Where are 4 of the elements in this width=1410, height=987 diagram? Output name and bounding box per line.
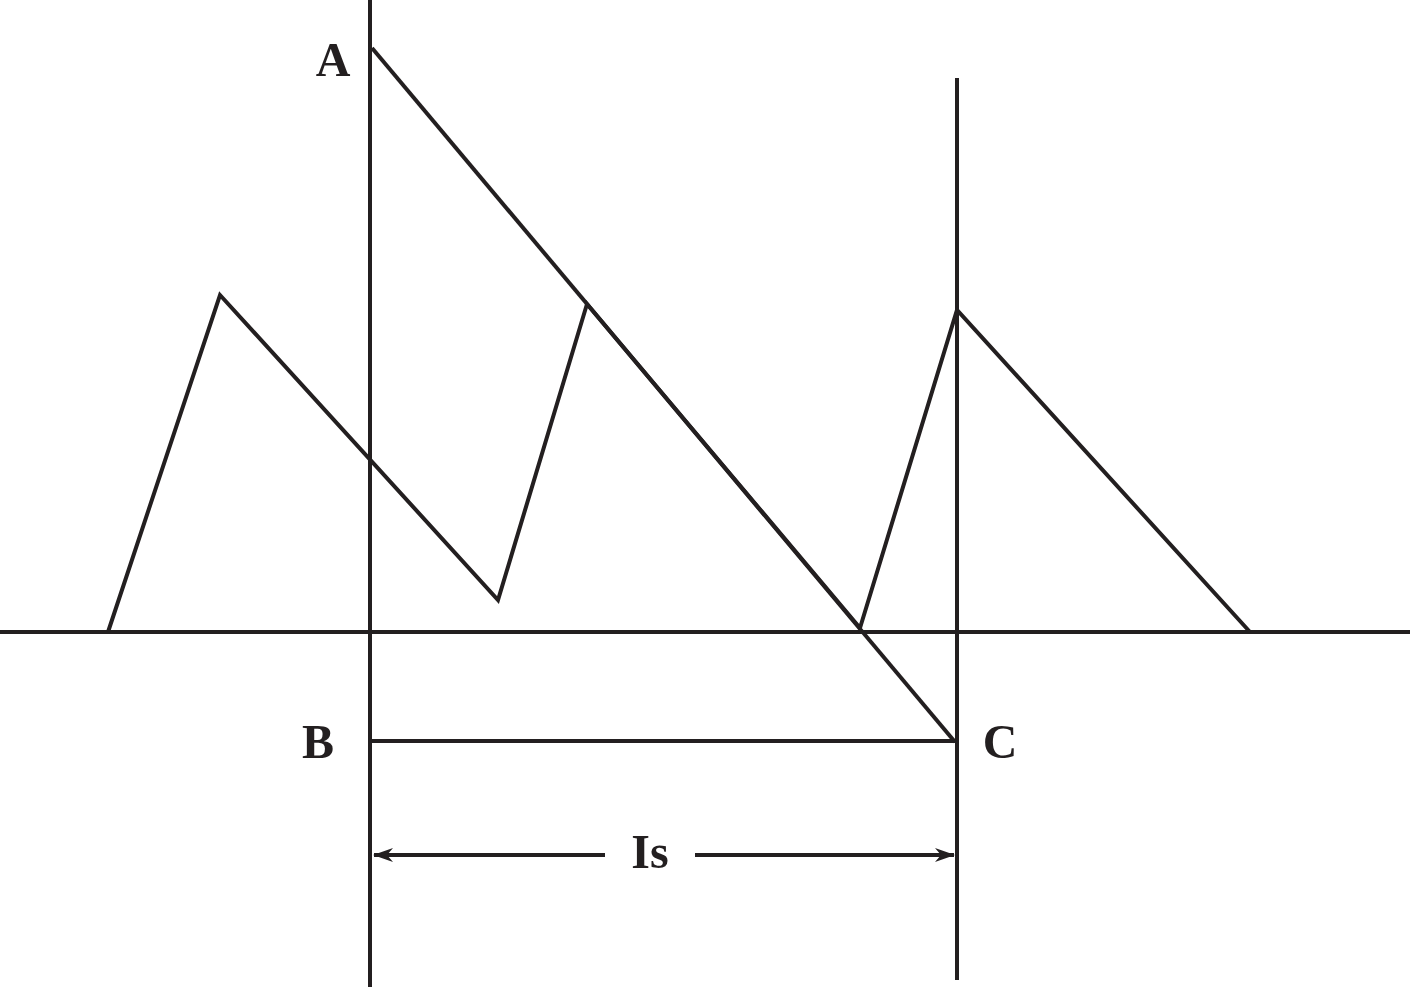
dimension-label: Is <box>631 828 669 876</box>
point-label: A <box>315 36 351 84</box>
point-label: C <box>982 718 1018 766</box>
point-label: B <box>302 718 334 766</box>
